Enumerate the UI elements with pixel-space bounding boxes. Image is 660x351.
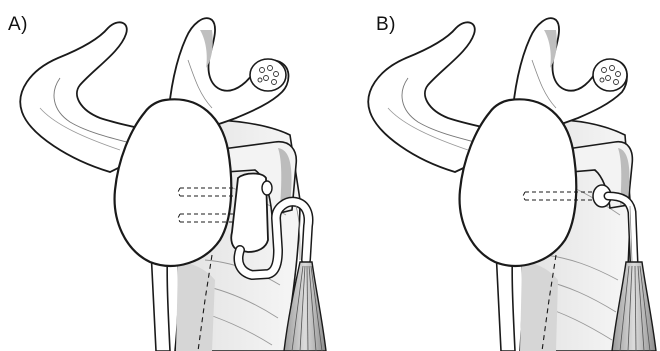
panel-a-illustration (0, 0, 330, 351)
humeral-head (460, 99, 577, 266)
coracoid-tip (250, 59, 286, 91)
panel-b: B) (330, 0, 660, 351)
panel-b-illustration (330, 0, 660, 351)
panel-a: A) (0, 0, 330, 351)
humeral-head (115, 99, 232, 266)
screw-head (262, 181, 272, 195)
coracoid-tip (593, 59, 627, 91)
